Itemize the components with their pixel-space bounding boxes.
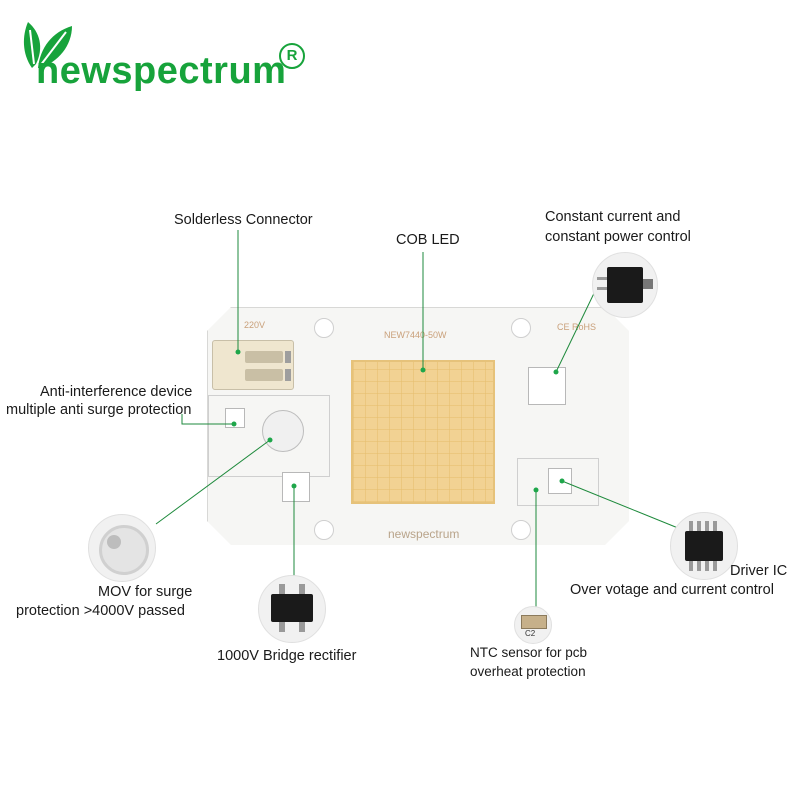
registered-mark: R bbox=[279, 43, 305, 69]
constant-current-pad bbox=[528, 367, 566, 405]
board-model-marking: NEW7440-50W bbox=[384, 330, 447, 340]
label-bridge-rectifier: 1000V Bridge rectifier bbox=[217, 648, 357, 664]
label-cob-led: COB LED bbox=[396, 232, 460, 248]
label-ntc-1: NTC sensor for pcb bbox=[470, 645, 588, 660]
solderless-connector-part bbox=[212, 340, 294, 390]
label-constant-current-2: constant power control bbox=[545, 229, 691, 245]
mov-disc bbox=[262, 410, 304, 452]
label-ntc-2: overheat protection bbox=[470, 664, 586, 679]
label-driver-ic-2: Over votage and current control bbox=[570, 582, 774, 598]
label-constant-current-1: Constant current and bbox=[545, 209, 681, 225]
driver-footprint bbox=[517, 458, 599, 506]
mov-inset bbox=[88, 514, 156, 582]
ntc-sensor-inset: C2 bbox=[514, 606, 552, 644]
board-bottom-brand: newspectrum bbox=[388, 527, 460, 541]
mount-hole-top-right bbox=[511, 318, 531, 338]
mount-hole-top-left bbox=[314, 318, 334, 338]
ntc-component-marking: C2 bbox=[525, 629, 536, 638]
brand-leaf-icon bbox=[23, 22, 72, 68]
label-mov-1: MOV for surge bbox=[98, 584, 193, 600]
board-cert-marking: CE RoHS bbox=[557, 322, 597, 332]
mount-hole-bottom-left bbox=[314, 520, 334, 540]
mount-hole-bottom-right bbox=[511, 520, 531, 540]
label-mov-2: protection >4000V passed bbox=[16, 603, 185, 619]
driver-ic-inset bbox=[670, 512, 738, 580]
cob-led-chip bbox=[351, 360, 495, 504]
board-voltage-marking: 220V bbox=[244, 320, 266, 330]
label-solderless-connector: Solderless Connector bbox=[174, 212, 313, 228]
constant-current-inset bbox=[592, 252, 658, 318]
brand-logo-text: newspectrum bbox=[36, 50, 287, 92]
bridge-rectifier-pad bbox=[282, 472, 310, 502]
label-anti-interference-1: Anti-interference device bbox=[40, 384, 193, 400]
label-driver-ic-1: Driver IC bbox=[730, 563, 788, 579]
label-anti-interference-2: multiple anti surge protection bbox=[6, 402, 192, 418]
bridge-rectifier-inset bbox=[258, 575, 326, 643]
